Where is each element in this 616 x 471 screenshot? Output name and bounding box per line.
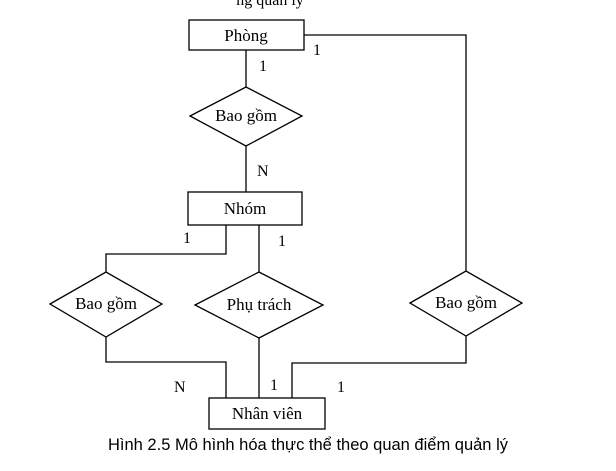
card-bao-gom-right-to-nhan-vien: 1 — [337, 379, 345, 396]
entity-nhom: Nhóm — [187, 191, 303, 226]
edge-bao-gom-right-nhan-vien — [291, 336, 467, 398]
relationship-bao-gom-right: Bao gồm — [408, 270, 524, 337]
entity-nhan-vien-label: Nhân viên — [232, 404, 303, 423]
card-nhom-to-phu-trach: 1 — [278, 233, 286, 250]
edges — [105, 34, 467, 398]
card-nhom-to-bao-gom-left: 1 — [183, 230, 191, 247]
relationship-bao-gom-left-label: Bao gồm — [75, 294, 137, 313]
header-fragment: ng quản lý — [236, 0, 304, 9]
edge-bao-gom-left-nhan-vien — [105, 337, 227, 398]
relationship-phu-trach: Phụ trách — [193, 271, 325, 339]
card-bao-gom-left-to-nhan-vien: N — [174, 379, 186, 396]
card-bao-gom-top-to-nhom: N — [257, 163, 269, 180]
relationship-bao-gom-top: Bao gồm — [188, 86, 304, 147]
card-phu-trach-to-nhan-vien: 1 — [270, 377, 278, 394]
card-phong-to-bao-gom-right: 1 — [313, 42, 321, 59]
entity-nhom-label: Nhóm — [224, 199, 267, 218]
relationship-phu-trach-label: Phụ trách — [227, 295, 292, 314]
edge-phong-bao-gom-right — [304, 34, 467, 271]
figure-caption: Hình 2.5 Mô hình hóa thực thể theo quan … — [108, 436, 508, 454]
entity-phong-label: Phòng — [224, 26, 268, 45]
entity-phong: Phòng — [188, 19, 305, 51]
entity-nhan-vien: Nhân viên — [208, 397, 326, 430]
cardinality-labels: 1 1 N 1 1 N 1 1 — [174, 42, 345, 396]
card-phong-to-bao-gom-top: 1 — [259, 58, 267, 75]
relationship-bao-gom-top-label: Bao gồm — [215, 106, 277, 125]
relationship-bao-gom-right-label: Bao gồm — [435, 293, 497, 312]
relationship-bao-gom-left: Bao gồm — [48, 271, 164, 338]
edge-nhom-bao-gom-left — [105, 225, 227, 272]
